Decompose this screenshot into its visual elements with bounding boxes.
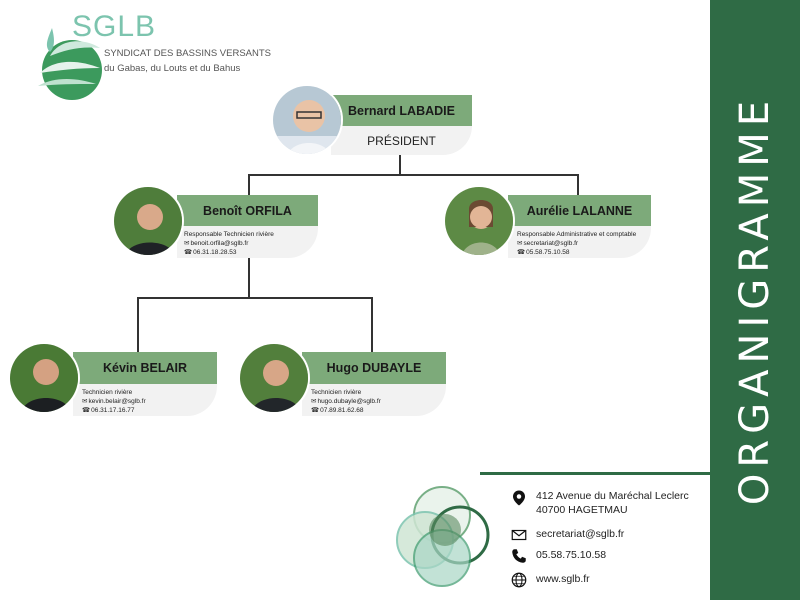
contact-web: www.sglb.fr xyxy=(510,571,590,589)
president-name: Bernard LABADIE xyxy=(331,95,472,126)
avatar xyxy=(238,342,310,414)
avatar xyxy=(443,185,515,257)
staff-info: Technicien rivière ✉kevin.belair@sglb.fr… xyxy=(73,384,217,416)
connector xyxy=(371,297,373,352)
phone-icon: ☎ xyxy=(311,407,320,414)
staff-email[interactable]: hugo.dubayle@sglb.fr xyxy=(317,398,381,405)
staff-info: Technicien rivière ✉hugo.dubayle@sglb.fr… xyxy=(302,384,446,416)
mail-icon: ✉ xyxy=(82,398,88,405)
contact-phone-text[interactable]: 05.58.75.10.58 xyxy=(536,549,607,561)
mail-icon: ✉ xyxy=(184,240,190,247)
logo-icon xyxy=(38,28,102,100)
contact-address: 412 Avenue du Maréchal Leclerc 40700 HAG… xyxy=(510,489,689,517)
contact-phone: 05.58.75.10.58 xyxy=(510,547,606,565)
connector xyxy=(248,174,250,196)
staff-phone[interactable]: 06.31.17.16.77 xyxy=(91,407,135,414)
staff-role: Responsable Technicien rivière xyxy=(184,231,274,238)
mail-icon: ✉ xyxy=(517,240,523,247)
contact-web-text[interactable]: www.sglb.fr xyxy=(536,573,590,585)
president-role: PRÉSIDENT xyxy=(331,126,472,155)
logo-name: SGLB xyxy=(72,10,157,43)
sidebar-band xyxy=(710,0,800,600)
separator-line xyxy=(480,472,712,475)
staff-role: Technicien rivière xyxy=(82,389,133,396)
contact-email-text[interactable]: secretariat@sglb.fr xyxy=(536,528,625,540)
connector xyxy=(248,258,250,298)
avatar xyxy=(112,185,184,257)
staff-email[interactable]: benoit.orfila@sglb.fr xyxy=(190,240,249,247)
location-pin-icon xyxy=(513,490,525,506)
staff-email[interactable]: secretariat@sglb.fr xyxy=(523,240,579,247)
avatar xyxy=(8,342,80,414)
staff-info: Responsable Administrative et comptable … xyxy=(508,226,651,258)
staff-email[interactable]: kevin.belair@sglb.fr xyxy=(88,398,146,405)
staff-name: Kévin BELAIR xyxy=(73,352,217,384)
staff-phone[interactable]: 06.31.18.28.53 xyxy=(193,249,237,256)
contact-email: secretariat@sglb.fr xyxy=(510,526,624,544)
staff-info: Responsable Technicien rivière ✉benoit.o… xyxy=(177,226,318,258)
phone-icon: ☎ xyxy=(184,249,193,256)
staff-role: Technicien rivière xyxy=(311,389,362,396)
staff-name: Benoît ORFILA xyxy=(177,195,318,226)
logo-subtitle-2: du Gabas, du Louts et du Bahus xyxy=(104,63,241,74)
phone-icon xyxy=(512,549,526,563)
address-line-1: 412 Avenue du Maréchal Leclerc xyxy=(536,490,689,502)
page-title: ORGANIGRAMME xyxy=(732,94,778,506)
connector xyxy=(137,297,373,299)
phone-icon: ☎ xyxy=(517,249,526,256)
staff-name: Aurélie LALANNE xyxy=(508,195,651,226)
connector xyxy=(137,297,139,352)
staff-name: Hugo DUBAYLE xyxy=(302,352,446,384)
mail-icon: ✉ xyxy=(311,398,317,405)
staff-role: Responsable Administrative et comptable xyxy=(517,231,637,238)
connector xyxy=(399,155,401,175)
phone-icon: ☎ xyxy=(82,407,91,414)
globe-icon xyxy=(511,572,527,588)
address-line-2: 40700 HAGETMAU xyxy=(536,504,628,516)
staff-phone[interactable]: 05.58.75.10.58 xyxy=(526,249,570,256)
connector xyxy=(248,174,579,176)
connector xyxy=(577,174,579,196)
mail-icon xyxy=(511,529,527,541)
avatar xyxy=(271,84,343,156)
staff-phone[interactable]: 07.89.81.62.68 xyxy=(320,407,364,414)
logo-subtitle-1: SYNDICAT DES BASSINS VERSANTS xyxy=(104,48,271,59)
circles-logo-icon xyxy=(396,486,490,587)
